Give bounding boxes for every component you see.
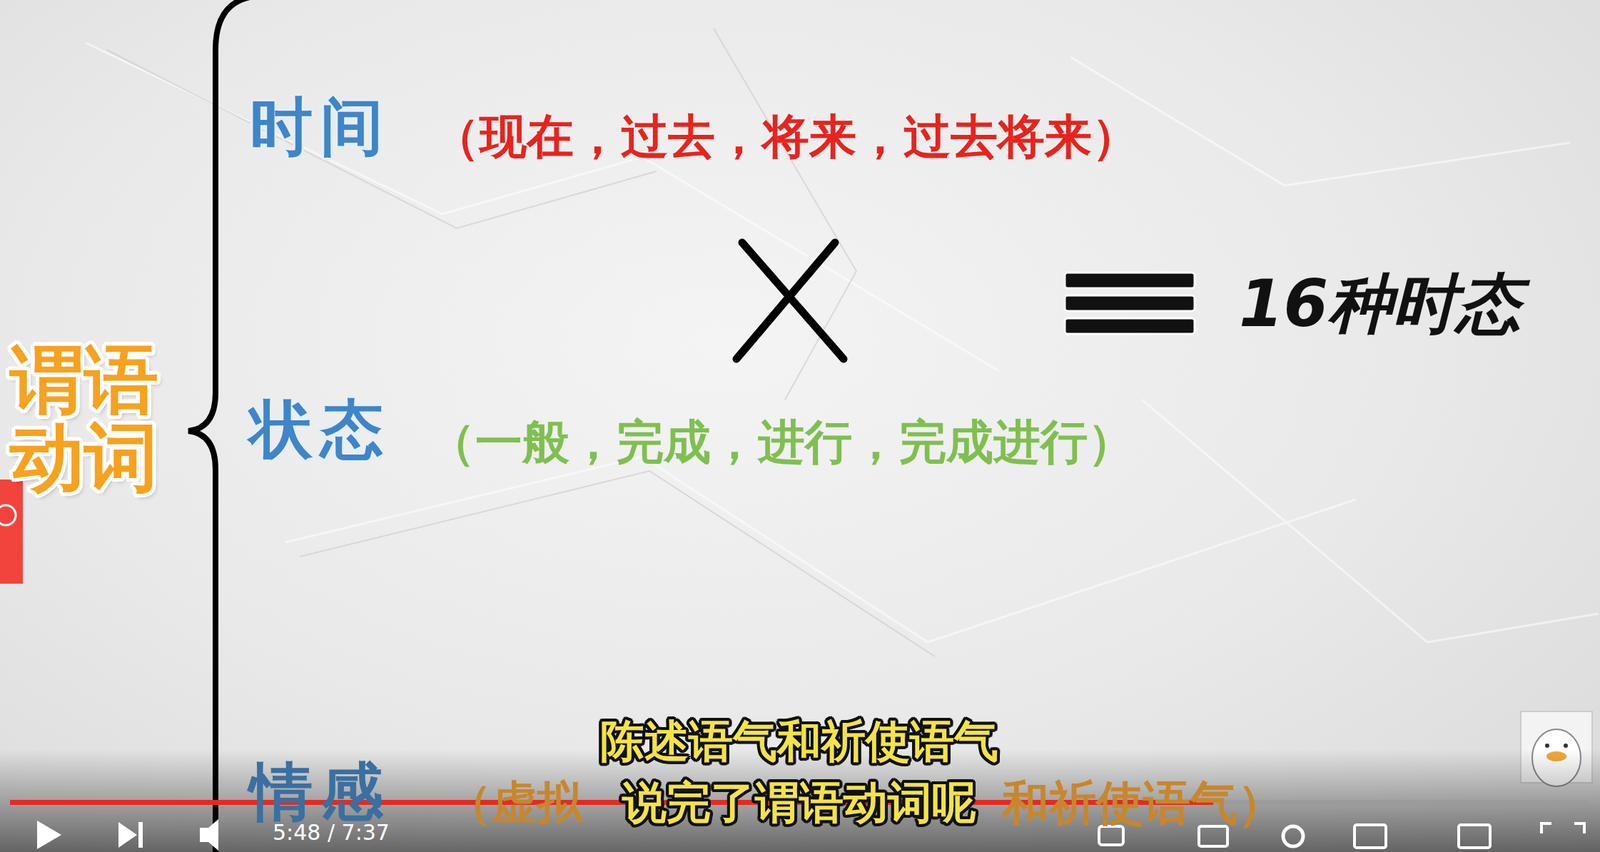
main-heading: 谓语 动词	[9, 341, 166, 497]
paper-crease	[85, 42, 1599, 643]
category-heading: 时间	[249, 92, 391, 162]
category-items: （现在，过去，将来，过去将来）	[432, 111, 1139, 164]
category-items: 和祈使语气）	[1001, 777, 1285, 830]
multiply-symbol	[736, 242, 844, 359]
category-items: （一般，完成，进行，完成进行）	[428, 416, 1135, 469]
curly-brace	[188, 0, 250, 852]
category-heading: 情感	[249, 757, 391, 828]
category-heading: 状态	[249, 395, 391, 465]
side-tab-icon	[0, 505, 16, 526]
video-subtitle: 陈述语气和祈使语气 说完了谓语动词呢	[591, 710, 1008, 833]
equivalence-symbol	[1064, 272, 1195, 334]
video-timestamp: 5:48 / 7:37	[272, 820, 390, 845]
category-items: （虚拟	[446, 777, 582, 828]
result-text: 16种时态	[1238, 268, 1521, 339]
